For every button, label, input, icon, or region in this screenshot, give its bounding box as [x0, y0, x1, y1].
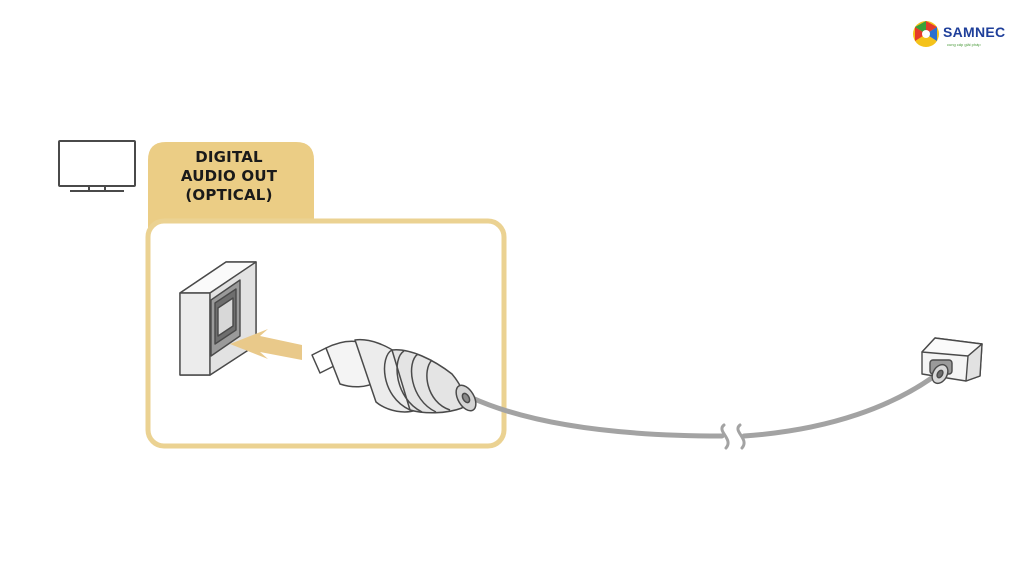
port-label: DIGITAL AUDIO OUT (OPTICAL) [148, 148, 310, 205]
brand-tagline: cung cấp giải pháp [947, 42, 981, 47]
samnec-logo-icon [913, 21, 939, 47]
port-label-line: (OPTICAL) [185, 186, 273, 204]
label-tab [148, 142, 314, 228]
optical-plug [311, 338, 477, 414]
arrow-right-icon [230, 329, 302, 360]
optical-cable [467, 369, 943, 439]
brand-name: SAMNEC [943, 24, 1006, 40]
port-label-line: DIGITAL [195, 148, 263, 166]
tv-icon [58, 140, 136, 192]
receiver-port [921, 337, 983, 385]
port-label-line: AUDIO OUT [180, 167, 278, 185]
cable-break-icon [720, 423, 746, 450]
